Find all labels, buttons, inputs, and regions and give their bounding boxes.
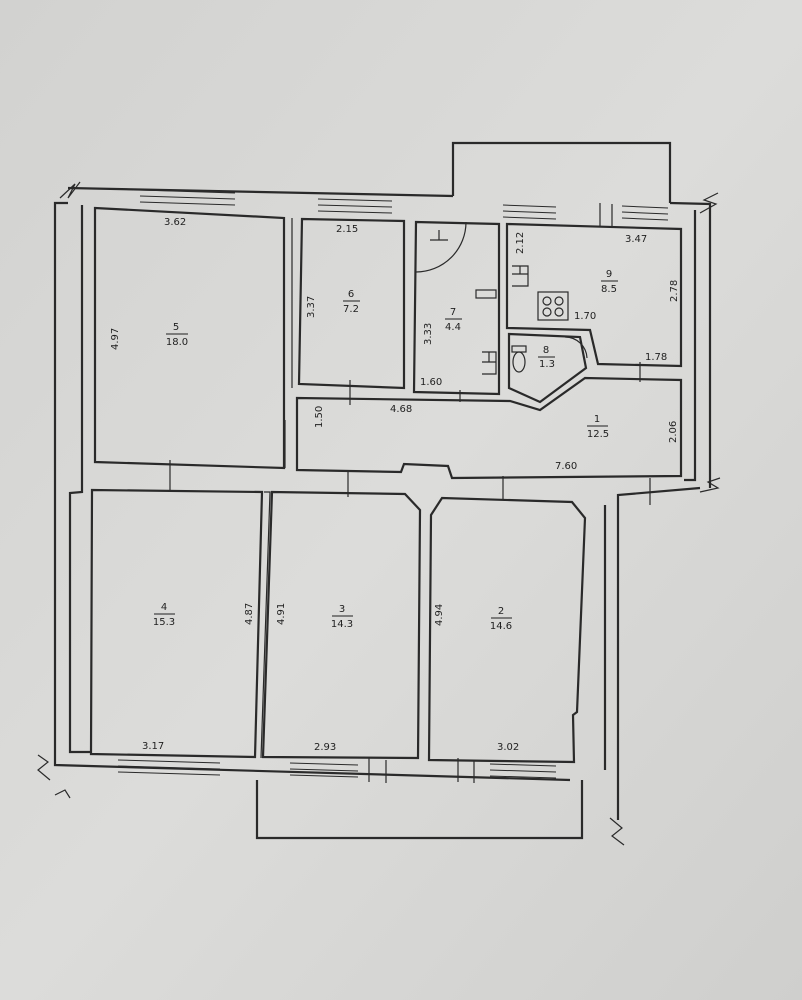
dim-room9-width: 3.47 [625,234,647,245]
window-room-5 [139,189,236,206]
dim-room9-depth: 2.12 [515,232,526,254]
windows [117,189,669,783]
room-1-hallway-outline [295,376,683,480]
dim-room8-width: 1.78 [645,352,667,363]
window-room-3 [289,762,359,778]
break-mark-mid-right [699,477,721,493]
dim-room4-length: 4.87 [244,603,255,625]
window-room-4 [117,759,221,776]
break-mark-top-left [59,181,81,199]
room-8-number: 8 [543,345,549,356]
room-2-outline [427,496,587,764]
room-5-number: 5 [173,322,179,333]
door-marks [169,203,651,783]
room-8-area: 1.3 [539,359,555,370]
room-6-area: 7.2 [343,304,359,315]
right-exterior-inner [603,210,697,770]
room-2-area: 14.6 [490,621,512,632]
dim-hall-mid: 4.68 [390,404,412,415]
window-room-9-left [502,204,557,220]
room-6-outline [297,217,406,390]
exterior-wall-outer [53,186,712,820]
dim-room5-width: 3.62 [164,217,186,228]
fixtures [430,230,569,375]
room-4-outline [89,488,264,759]
bath-tap-icon [482,351,497,375]
top-balcony [451,141,672,203]
room-4-number: 4 [161,602,167,613]
room-1-number: 1 [594,414,600,425]
room-2-number: 2 [498,606,504,617]
window-room-9-right [621,205,669,221]
room-3-number: 3 [339,604,345,615]
break-mark-top-right [699,192,719,214]
break-mark-bottom-left [37,754,71,799]
stove-burner-icon [542,307,552,317]
dim-room5-length: 4.97 [110,328,121,350]
exterior-wall-inner [68,205,92,754]
dim-room2-width: 3.02 [497,742,519,753]
room-7-area: 4.4 [445,322,461,333]
sink-icon [430,230,448,241]
toilet-tank-icon [511,345,527,353]
stove-burner-icon [542,296,552,306]
washbasin-icon [475,289,497,299]
room-7-outline [412,220,501,396]
dim-hall-width: 1.50 [314,406,325,428]
break-mark-bottom-right [609,817,625,846]
room-8-door-swing [564,336,588,359]
dim-room2-length: 4.94 [434,604,445,626]
dim-hall-length: 7.60 [555,461,577,472]
dimension-labels: 3.62 4.97 2.15 3.37 3.33 1.60 2.12 3.47 … [110,217,680,753]
dim-room9-length: 2.78 [669,280,680,302]
room-1-area: 12.5 [587,429,609,440]
window-room-2 [489,763,557,779]
dim-room7-length: 3.33 [423,323,434,345]
dim-hall-depth: 2.06 [668,421,679,443]
room-9-number: 9 [606,269,612,280]
dim-room4-width: 3.17 [142,741,164,752]
room-9-area: 8.5 [601,284,617,295]
stove-icon [537,291,569,321]
room-8-outline [507,332,588,404]
room-6-number: 6 [348,289,354,300]
room-5-outline [93,206,286,470]
dim-room9-inner: 1.70 [574,311,596,322]
window-room-6 [317,198,393,214]
room-labels: 5 18.0 6 7.2 7 4.4 9 8.5 8 1.3 1 12.5 4 … [153,269,618,632]
kitchen-sink-icon [512,265,529,287]
partition-3-4 [260,491,271,759]
stove-burner-icon [554,307,564,317]
room-7-number: 7 [450,307,456,318]
dim-room6-length: 3.37 [306,296,317,318]
bottom-balcony [255,780,584,840]
dim-room7-width: 1.60 [420,377,442,388]
stove-burner-icon [554,296,564,306]
room-4-area: 15.3 [153,617,175,628]
room-3-area: 14.3 [331,619,353,630]
dim-room3-length: 4.91 [276,603,287,625]
room-3-outline [261,490,422,760]
room-5-area: 18.0 [166,337,188,348]
room-7-door-swing [415,221,467,273]
dim-room3-width: 2.93 [314,742,336,753]
room-9-outline [505,222,683,368]
dim-room6-width: 2.15 [336,224,358,235]
